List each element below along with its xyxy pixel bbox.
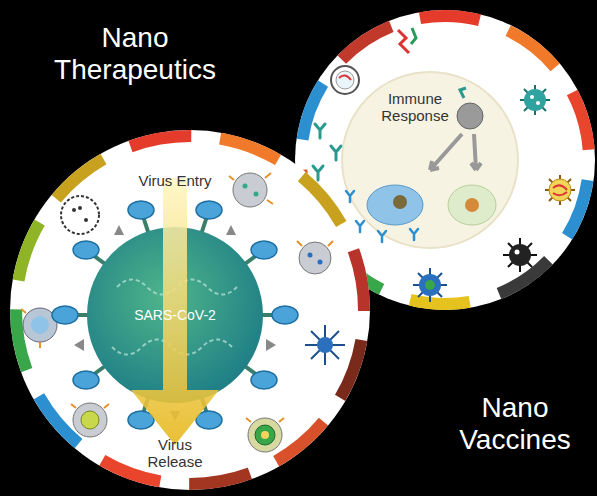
node-text: Virus Entry	[138, 172, 211, 189]
therapeutics-circle-node: SARS-CoV-2 Virus EntryVirus Release	[10, 130, 370, 490]
section-title-wrap: Nano Therapeutics	[48, 22, 223, 86]
node-text: Virus Release	[130, 436, 220, 471]
node-text-wrap: SARS-CoV-2	[100, 306, 250, 324]
node-text-wrap: Immune Response	[360, 90, 470, 125]
node-text: SARS-CoV-2	[134, 307, 216, 323]
section-title-wrap: Nano Vaccines	[440, 392, 590, 456]
node-text-wrap: Virus Release	[130, 436, 220, 471]
immune-response-node: Immune Response	[342, 72, 518, 248]
virus-node: SARS-CoV-2	[87, 227, 263, 403]
section-title: Nano Therapeutics	[48, 22, 223, 86]
node-text-wrap: Virus Entry	[105, 172, 245, 190]
section-title: Nano Vaccines	[440, 392, 590, 456]
node-text: Immune Response	[360, 90, 470, 125]
